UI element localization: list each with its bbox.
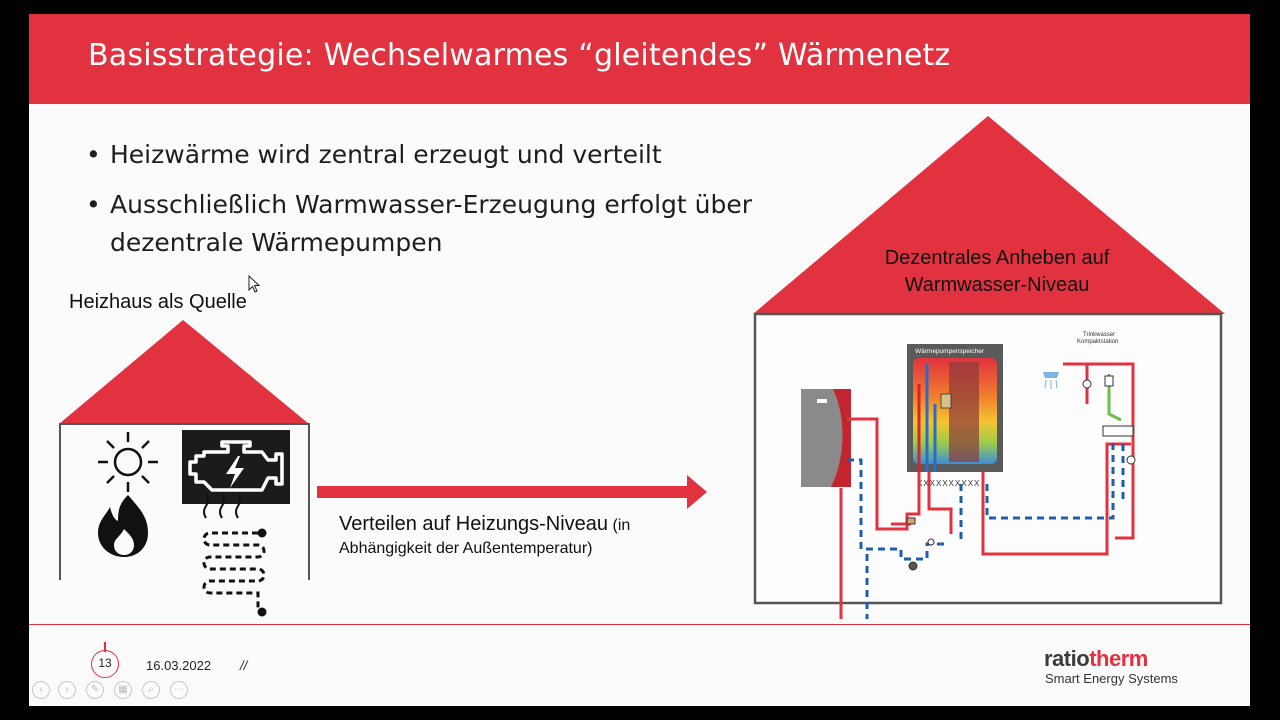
- station-label-1: Trinkwasser: [1083, 332, 1115, 338]
- house-roof: [59, 320, 309, 424]
- previous-slide-button[interactable]: ‹: [32, 681, 50, 699]
- storage-tank: Wärmepumpenspeicher XXXXXXXXXX: [907, 344, 1003, 488]
- bullet-text: Ausschließlich Warmwasser-Erzeugung erfo…: [110, 190, 753, 257]
- distribution-main-text: Verteilen auf Heizungs-Niveau: [339, 513, 609, 535]
- sun-icon: [98, 432, 158, 492]
- more-options-icon[interactable]: ⋯: [170, 681, 188, 699]
- house-walls: [59, 423, 310, 580]
- zoom-icon[interactable]: ⌕: [142, 681, 160, 699]
- page-number: 13: [91, 650, 119, 678]
- heat-pump-unit: [801, 389, 851, 487]
- next-slide-button[interactable]: ›: [58, 681, 76, 699]
- logo-part-2: therm: [1089, 646, 1148, 671]
- distribution-text: Verteilen auf Heizungs-Niveau (in Abhäng…: [339, 513, 699, 558]
- bullet-dot: •: [86, 190, 101, 219]
- company-logo: ratiotherm: [1044, 646, 1148, 672]
- bullet-dot: •: [86, 140, 101, 169]
- storage-label: Wärmepumpenspeicher: [915, 348, 985, 355]
- heat-source-label: Heizhaus als Quelle: [69, 291, 247, 313]
- slides-overview-icon[interactable]: ▦: [114, 681, 132, 699]
- cold-water-pipes: [847, 440, 1125, 619]
- distribution-paren-rest: Abhängigkeit der Außentemperatur): [339, 540, 593, 557]
- presentation-slide: Basisstrategie: Wechselwarmes “gleitende…: [29, 14, 1250, 706]
- mouse-cursor-icon: [248, 275, 261, 293]
- valve-components: [906, 375, 1136, 571]
- heating-house-illustration: [59, 320, 310, 617]
- station-label-2: Kompaktstation: [1077, 339, 1118, 345]
- bullet-item: • Heizwärme wird zentral erzeugt und ver…: [86, 136, 806, 174]
- slide-date: 16.03.2022: [146, 658, 212, 673]
- logo-tagline: Smart Energy Systems: [1045, 671, 1178, 686]
- logo-part-1: ratio: [1044, 646, 1090, 671]
- roof-caption-line2: Warmwasser-Niveau: [904, 274, 1090, 296]
- bullet-text: Heizwärme wird zentral erzeugt und verte…: [110, 140, 662, 169]
- distribution-arrow: [317, 475, 707, 509]
- footer-separator: //: [240, 658, 248, 673]
- heat-coil-icon: [202, 493, 267, 617]
- drinking-water-pipe: [1107, 374, 1122, 422]
- bullet-list: • Heizwärme wird zentral erzeugt und ver…: [86, 136, 806, 274]
- pen-icon[interactable]: ✎: [86, 681, 104, 699]
- bullet-item: • Ausschließlich Warmwasser-Erzeugung er…: [86, 186, 806, 262]
- distribution-paren-start: (in: [612, 517, 631, 534]
- svg-text:XXXXXXXXXX: XXXXXXXXXX: [917, 479, 980, 488]
- slide-title: Basisstrategie: Wechselwarmes “gleitende…: [88, 38, 951, 73]
- page-badge-marker: [104, 642, 106, 652]
- flame-icon: [98, 495, 148, 557]
- roof-caption-line1: Dezentrales Anheben auf: [884, 247, 1110, 269]
- decentral-house-illustration: Wärmepumpenspeicher XXXXXXXXXX: [753, 116, 1225, 619]
- shower-icon: [1043, 372, 1059, 389]
- engine-lightning-icon: [182, 430, 290, 504]
- roof-caption: Dezentrales Anheben auf Warmwasser-Nivea…: [847, 245, 1147, 299]
- title-bar: Basisstrategie: Wechselwarmes “gleitende…: [29, 14, 1250, 104]
- footer-divider: [29, 624, 1250, 625]
- big-house-roof: [753, 116, 1225, 314]
